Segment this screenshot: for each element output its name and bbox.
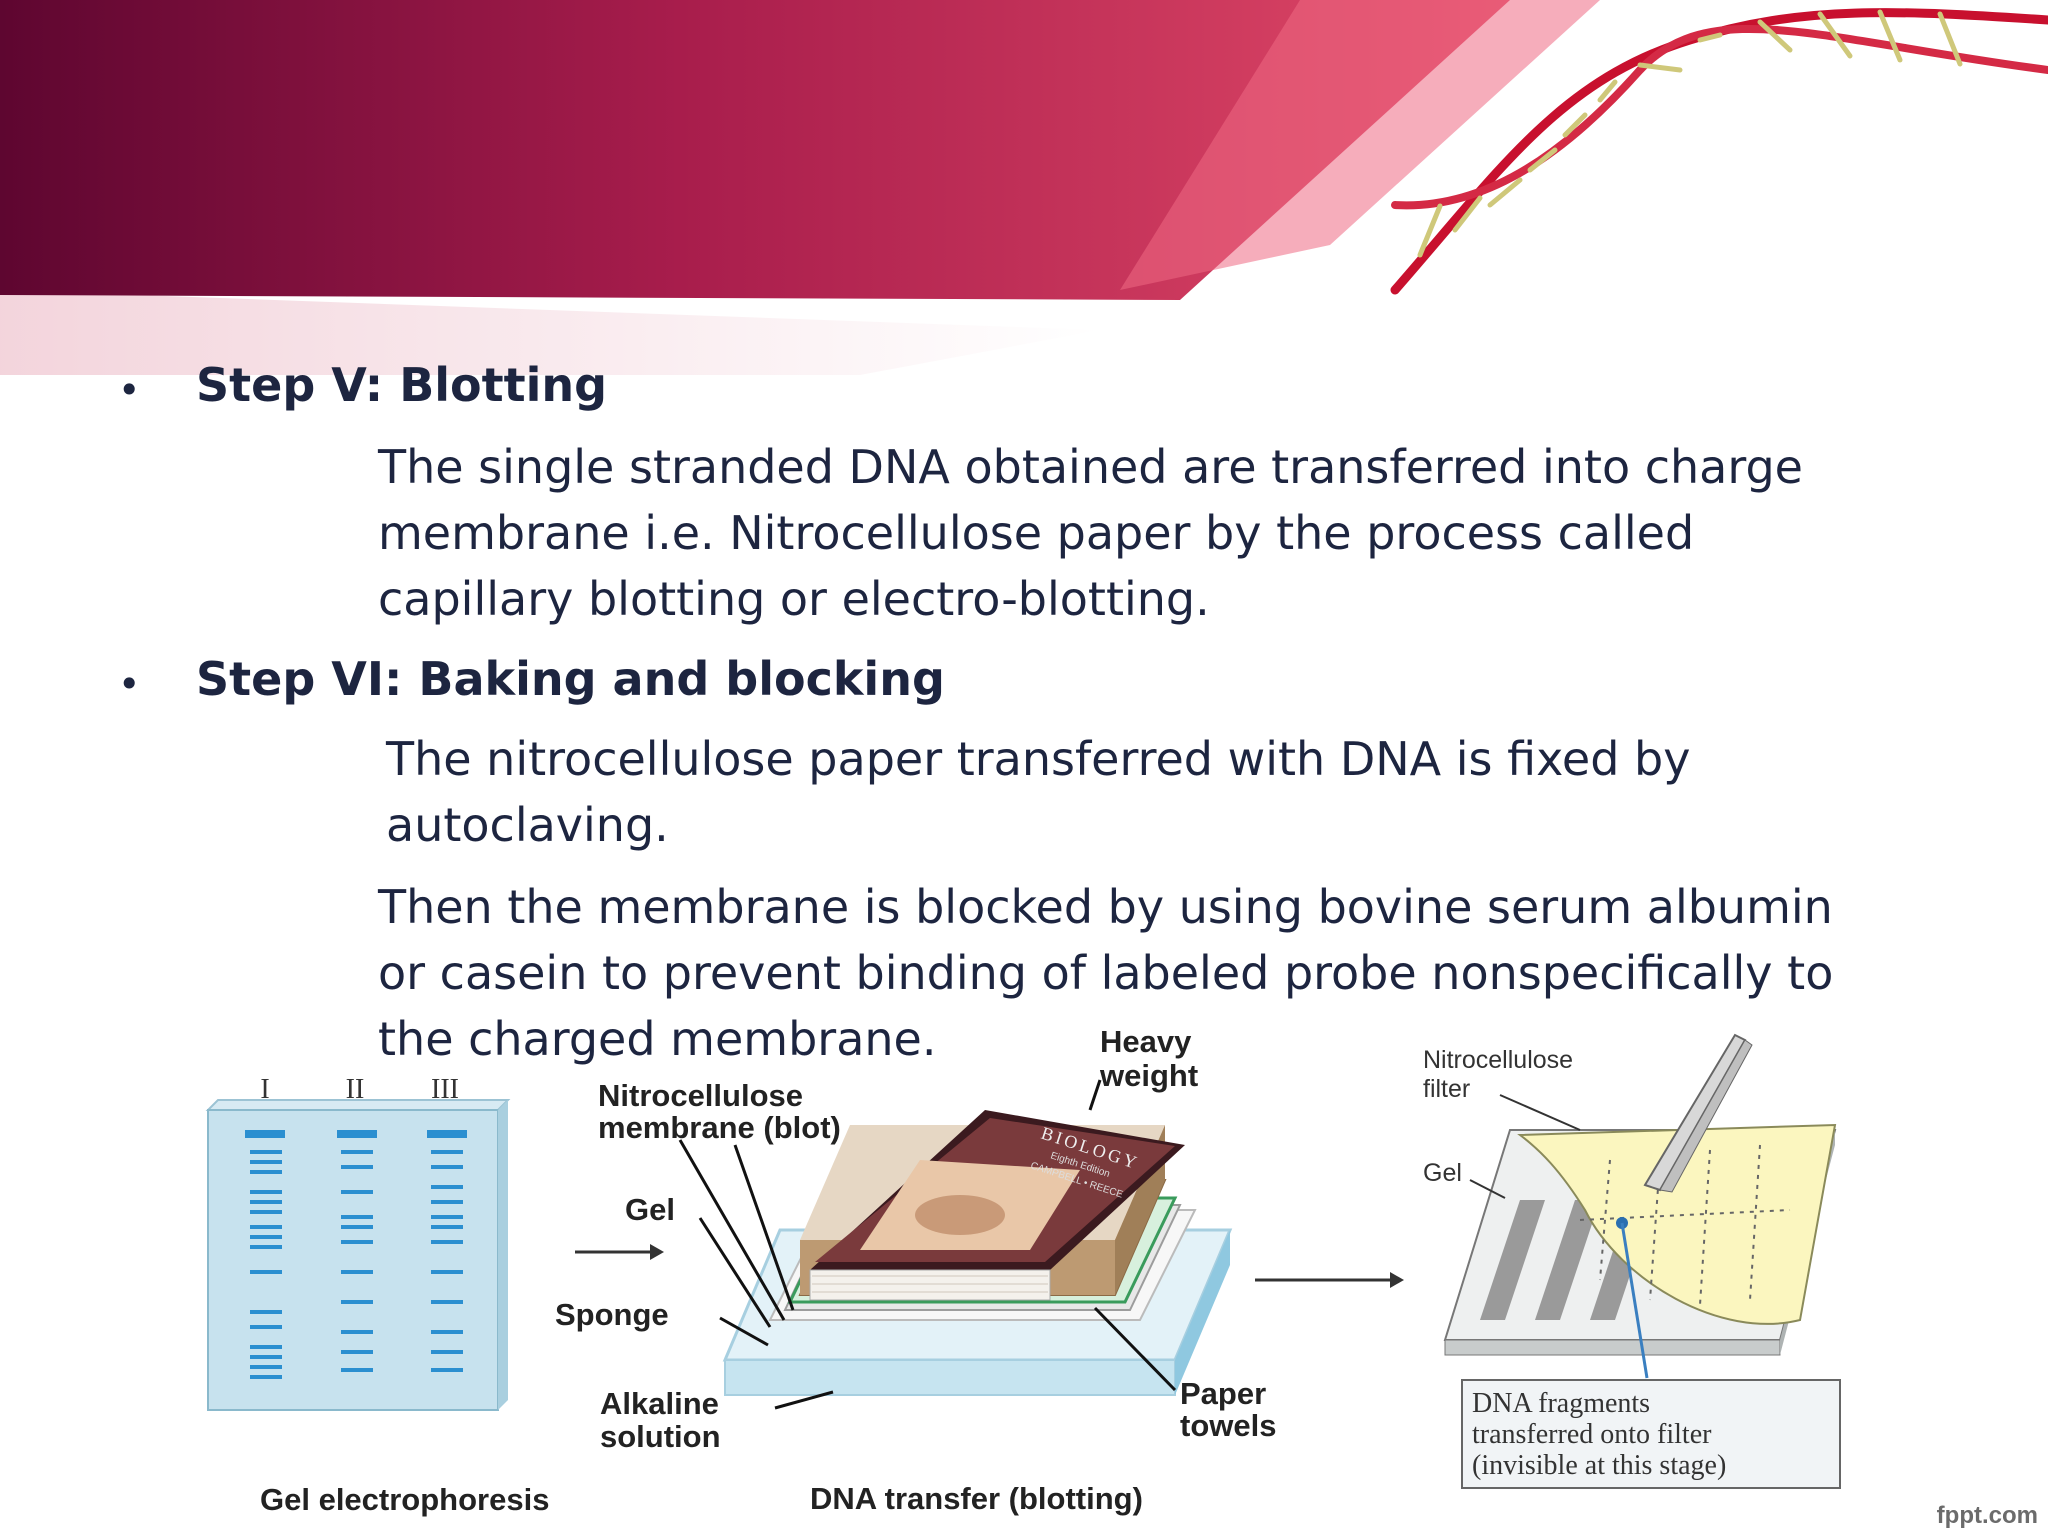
blotting-apparatus: BIOLOGY Eighth Edition CAMPBELL • REECE	[722, 1110, 1233, 1396]
dna-box-line1: DNA fragments	[1472, 1388, 1650, 1419]
label-gel: Gel	[625, 1192, 675, 1227]
step-v-heading: Step V: Blotting	[196, 358, 608, 412]
label-right-gel: Gel	[1423, 1159, 1462, 1187]
caption-gel-electrophoresis: Gel electrophoresis	[260, 1482, 549, 1517]
step-v-paragraph: The single stranded DNA obtained are tra…	[378, 440, 1803, 626]
label-heavy-weight-line1: Heavy	[1100, 1024, 1192, 1059]
label-membrane-line1: Nitrocellulose	[598, 1078, 803, 1113]
gel-bands	[245, 1130, 467, 1379]
label-paper-line1: Paper	[1180, 1376, 1266, 1411]
caption-dna-transfer: DNA transfer (blotting)	[810, 1481, 1143, 1516]
label-heavy-weight-line2: weight	[1099, 1058, 1198, 1093]
label-filter-line2: filter	[1423, 1075, 1470, 1103]
label-membrane-line2: membrane (blot)	[598, 1110, 841, 1145]
step-vi-heading: Step VI: Baking and blocking	[196, 652, 945, 706]
forceps-icon	[1643, 1033, 1753, 1193]
book-spine-lines	[812, 1275, 1048, 1293]
label-paper-line2: towels	[1180, 1408, 1276, 1443]
filter-panel	[1443, 1033, 1837, 1379]
gel-electrophoresis-panel: I II III	[205, 1074, 511, 1411]
header-banner	[0, 0, 2048, 375]
dna-fragments-box: DNA fragments transferred onto filter (i…	[1461, 1379, 1841, 1489]
step-vi-paragraph-1: The nitrocellulose paper transferred wit…	[386, 732, 1691, 852]
dna-box-line3: (invisible at this stage)	[1472, 1450, 1726, 1481]
blotting-figure: I II III Gel electrophoresis	[205, 1024, 1841, 1517]
dna-box-line2: transferred onto filter	[1472, 1419, 1712, 1450]
dna-helix-icon	[1390, 8, 2048, 295]
bullet-step-v: •	[118, 368, 141, 412]
lane-label-3: III	[431, 1074, 459, 1105]
label-filter-line1: Nitrocellulose	[1423, 1046, 1573, 1074]
lane-label-2: II	[346, 1074, 365, 1105]
bullet-step-vi: •	[118, 662, 141, 706]
watermark-text: fppt.com	[1936, 1502, 2038, 1529]
label-alkaline-line2: solution	[600, 1419, 721, 1454]
step-vi-paragraph-2: Then the membrane is blocked by using bo…	[378, 880, 1834, 1066]
label-sponge: Sponge	[555, 1297, 669, 1332]
leader-lines	[678, 1079, 1177, 1410]
label-alkaline-line1: Alkaline	[600, 1386, 719, 1421]
lane-label-1: I	[260, 1074, 269, 1105]
arrow-right-icon-1	[575, 1244, 664, 1260]
arrow-right-icon-2	[1255, 1272, 1404, 1288]
